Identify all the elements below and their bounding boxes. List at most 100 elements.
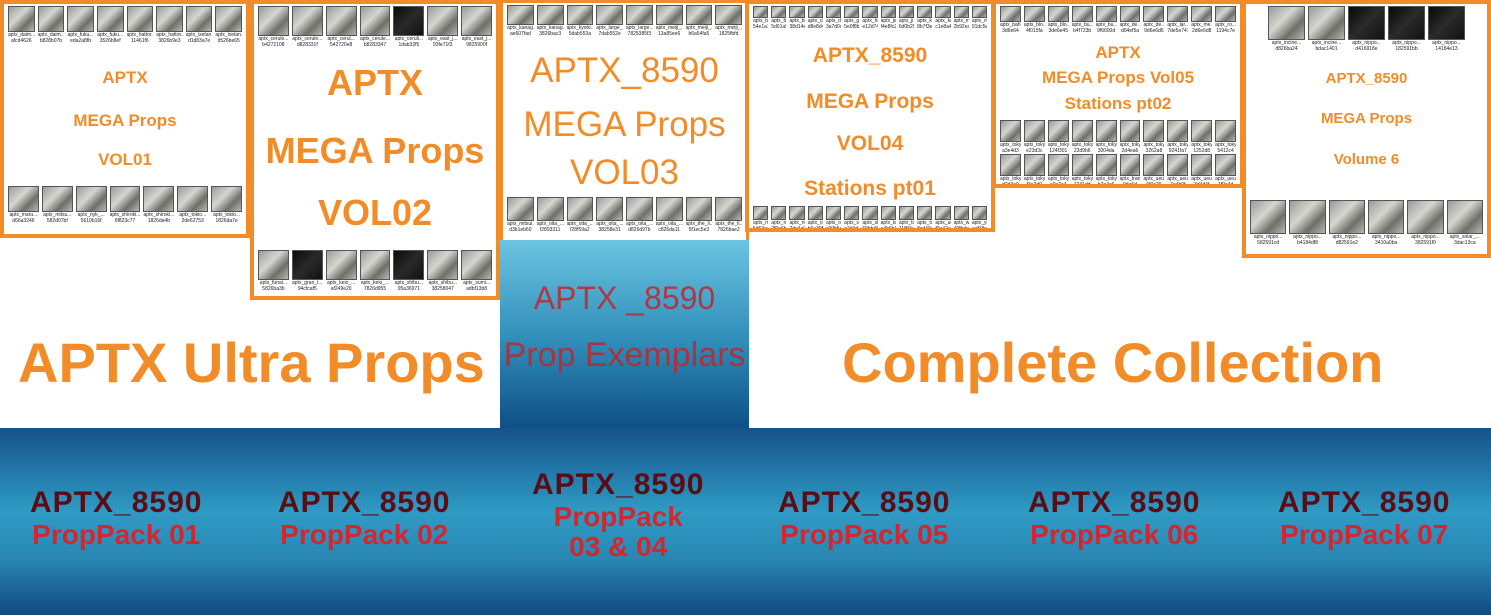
prop-thumbnail-image (258, 250, 289, 280)
prop-thumbnail-id: 1194c7e (1216, 28, 1236, 34)
prop-thumbnail-image (1215, 6, 1237, 22)
prop-thumbnail-caption: aptx_mo... (753, 220, 768, 226)
prop-thumbnail-image (291, 250, 323, 280)
prop-thumbnail-id: d3b1eb60 (509, 227, 532, 233)
prop-thumbnail-image (75, 186, 107, 212)
proppack-name: APTX_8590 (30, 486, 203, 519)
proppack-label-line2: 03 & 04 (569, 531, 668, 562)
prop-thumbnail-caption: aptx_oita_... (626, 221, 653, 227)
prop-thumbnail: aptx_ts...8cd40a3 (917, 206, 933, 228)
prop-thumbnail-id: a0e7a4 (1049, 182, 1067, 188)
prop-thumbnail-caption: aptx_bahu... (1000, 22, 1021, 28)
prop-thumbnail: aptx_shibu...38258047 (427, 250, 459, 292)
prop-thumbnail-image (1000, 6, 1021, 22)
prop-thumbnail-caption: aptx_east_j... (461, 36, 492, 42)
prop-thumbnail-id: 60bb46e (862, 226, 877, 232)
prop-thumbnail-id: 14184e13 (1435, 46, 1458, 52)
proppack-name: APTX_8590 (532, 468, 705, 501)
prop-thumbnail-id: b4184df8 (1297, 240, 1318, 246)
prop-thumbnail-id: 582d07bf (46, 218, 68, 224)
prop-thumbnail-id: 13a85ee6 (658, 31, 681, 37)
panel-title-line: VOL03 (570, 153, 679, 192)
prop-thumbnail-id: 1241dd (1073, 182, 1091, 188)
prop-thumbnail-image (626, 5, 653, 25)
prop-thumbnail-caption: aptx_incine... (1311, 40, 1342, 46)
prop-thumbnail-image (1407, 200, 1444, 234)
prop-thumbnail-id: 49fbde5 (953, 226, 969, 232)
prop-thumbnail: aptx_nippo...14184e13 (1428, 6, 1465, 52)
proppack-label: PropPack 01 (32, 519, 201, 550)
exemplar-subtitle: Prop Exemplars (503, 336, 746, 374)
prop-thumbnail: aptx_bahu...3d6e64 (1000, 6, 1021, 34)
prop-thumbnail-image (685, 197, 713, 221)
panel-title-line: MEGA Props (1320, 110, 1413, 127)
proppack-07: APTX_8590 PropPack 07 (1278, 486, 1450, 550)
prop-thumbnail-id: 9d6e6d6 (1144, 28, 1164, 34)
prop-thumbnail: aptx_nippo...d416918e (1348, 6, 1385, 52)
prop-thumbnail-image (291, 6, 323, 36)
prop-thumbnail-caption: aptx_nippo... (1293, 234, 1322, 240)
prop-thumbnail-image (1000, 154, 1021, 176)
prop-thumbnail: aptx_kanag...3826bac3 (536, 5, 564, 37)
prop-thumbnail-id: 3410a0ba (1375, 240, 1398, 246)
panel-title-line: APTX_8590 (812, 44, 928, 67)
prop-thumbnail-caption: aptx_ro... (1215, 22, 1237, 28)
prop-thumbnail-image (1095, 154, 1117, 176)
prop-thumbnail-id: b828b07b (39, 38, 63, 44)
prop-thumbnail: aptx_fuku...3526b8ef (96, 6, 124, 44)
prop-thumbnail: aptx_fuku...eda2a8fb (67, 6, 94, 44)
prop-thumbnail: aptx_gran_t...94cfcaf5 (291, 250, 323, 292)
prop-thumbnail: aptx_shiroki...1826da4b (143, 186, 175, 224)
prop-thumbnail-caption: aptx_ni... (789, 220, 805, 226)
prop-thumbnail-id: 38258047 (431, 286, 454, 292)
prop-thumbnail-image (1143, 6, 1165, 22)
prop-thumbnail-id: b2e4c6 (1097, 182, 1115, 188)
prop-thumbnail-id: 3de6e45 (1048, 28, 1068, 34)
prop-thumbnail-caption: aptx_kanag... (536, 25, 564, 31)
headline-ultra-props: APTX Ultra Props (18, 331, 485, 394)
prop-thumbnail-id: adbf13b8 (466, 286, 488, 292)
prop-thumbnail-caption: aptx_tokio... (213, 212, 241, 218)
prop-thumbnail: aptx_hattor...11461f6 (126, 6, 154, 44)
prop-thumbnail: aptx_ko...c1e8a44 (935, 6, 951, 30)
panel-title-line: Stations pt02 (1064, 94, 1172, 113)
prop-thumbnail-caption: aptx_large_... (596, 25, 623, 31)
prop-thumbnail-image (1215, 120, 1237, 142)
prop-thumbnail: aptx_sh...60bb46e (862, 206, 878, 232)
prop-thumbnail-id: 38d14e4 (789, 24, 804, 30)
prop-thumbnail-image (971, 206, 988, 220)
panel-title-line: APTX (326, 62, 423, 103)
prop-thumbnail-image (753, 206, 769, 220)
prop-thumbnail-image (771, 6, 787, 18)
prop-thumbnail-image (536, 197, 564, 221)
prop-thumbnail-caption: aptx_mitsui... (507, 221, 534, 227)
prop-thumbnail-id: 5d01a5a (771, 24, 786, 30)
prop-thumbnail-image (596, 197, 623, 221)
prop-thumbnail-caption: aptx_toky... (1143, 142, 1165, 148)
prop-thumbnail-image (1428, 6, 1465, 40)
prop-thumbnail-id: b8283347 (363, 42, 387, 48)
prop-thumbnail-caption: aptx_bu... (789, 18, 805, 24)
prop-thumbnail-caption: aptx_cerule... (258, 36, 289, 42)
prop-thumbnail-caption: aptx_me... (1191, 22, 1212, 28)
prop-thumbnail-image (898, 206, 915, 220)
prop-thumbnail-image (1367, 200, 1405, 234)
prop-thumbnail-id: d1d83a7e (187, 38, 211, 44)
prop-thumbnail-id: 7de4a97 (789, 226, 804, 232)
prop-thumbnail: aptx_na...2f9e6b0 (771, 206, 787, 228)
prop-thumbnail-id: d526be65 (217, 38, 240, 44)
prop-thumbnail-id: 5f1ec5e3 (688, 227, 710, 233)
prop-thumbnail-id: 9f6600d (1097, 28, 1116, 34)
prop-thumbnail-id: 382591f0 (1415, 240, 1436, 246)
prop-thumbnail: aptx_toky...9241fa7 (1167, 120, 1189, 154)
prop-thumbnail-caption: aptx_toky... (1167, 142, 1189, 148)
prop-thumbnail: aptx_tran...9da6d (1119, 154, 1141, 184)
prop-thumbnail-caption: aptx_bu... (1095, 22, 1117, 28)
prop-thumbnail: aptx_mitsui...d3b1eb60 (507, 197, 534, 233)
prop-thumbnail-caption: aptx_ci... (807, 18, 823, 24)
prop-thumbnail: aptx_ueu...3d4d4f (1191, 154, 1213, 184)
prop-thumbnail: aptx_nippo...182591bb (1388, 6, 1425, 52)
prop-thumbnail-id: bdac1401 (1315, 46, 1338, 52)
